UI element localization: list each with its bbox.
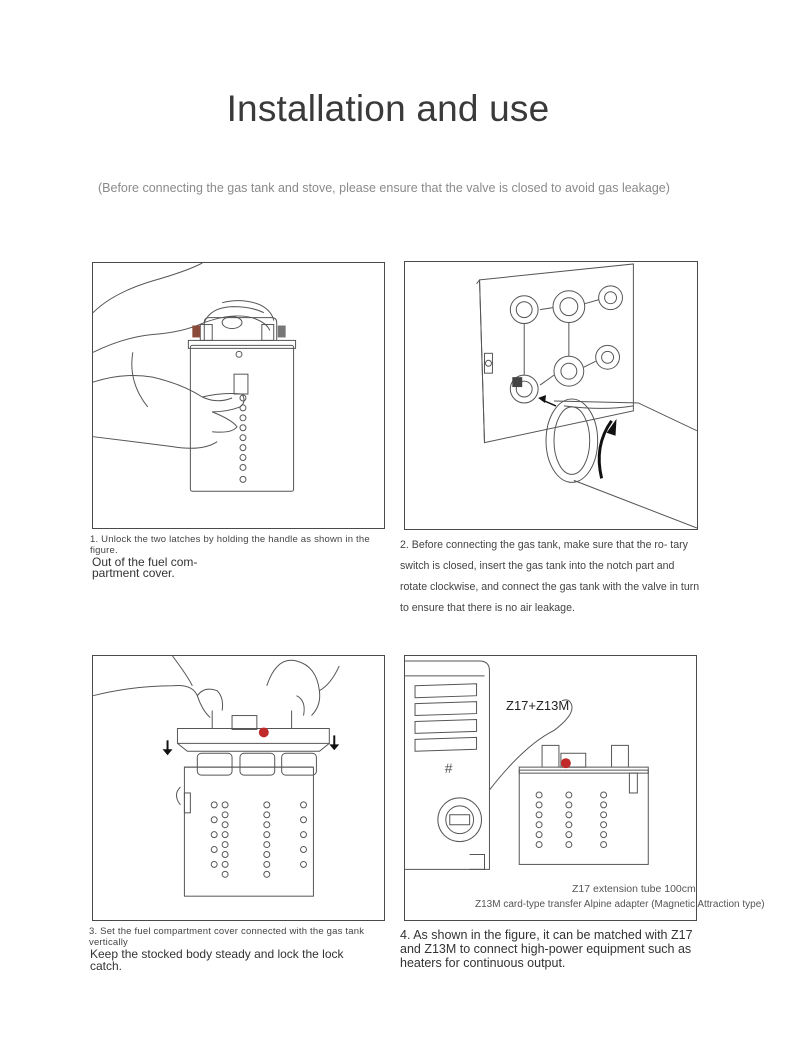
step-4-caption: 4. As shown in the figure, it can be mat… (400, 928, 693, 970)
step-1-caption-line-2: partment cover. (92, 566, 175, 580)
step-1-illustration (92, 262, 385, 529)
step-3-illustration (92, 655, 385, 921)
hands-setting-cover-drawing (93, 656, 340, 897)
step-4-illustration: # (404, 655, 697, 921)
figure-label: Z17+Z13M (506, 698, 570, 713)
step-3-caption-line-2: catch. (90, 959, 123, 973)
step-2-illustration (404, 261, 698, 530)
step-3-caption-line-1: Keep the stocked body steady and lock th… (90, 947, 344, 961)
step-3-caption: 3. Set the fuel compartment cover connec… (89, 926, 365, 948)
heater-connection-drawing: # (405, 660, 649, 870)
hands-unlocking-latches-drawing (93, 263, 297, 492)
step-2-caption: 2. Before connecting the gas tank, make … (400, 539, 700, 614)
tube-label: Z17 extension tube 100cm (572, 883, 696, 895)
safety-note: (Before connecting the gas tank and stov… (98, 181, 670, 195)
svg-text:#: # (445, 760, 453, 776)
step-1-caption-line-1: Out of the fuel com- (92, 555, 198, 569)
gas-tank-valve-panel-drawing (476, 263, 697, 529)
adapter-label: Z13M card-type transfer Alpine adapter (… (475, 899, 765, 910)
step-1-caption: 1. Unlock the two latches by holding the… (90, 534, 370, 556)
page-title: Installation and use (226, 88, 550, 129)
